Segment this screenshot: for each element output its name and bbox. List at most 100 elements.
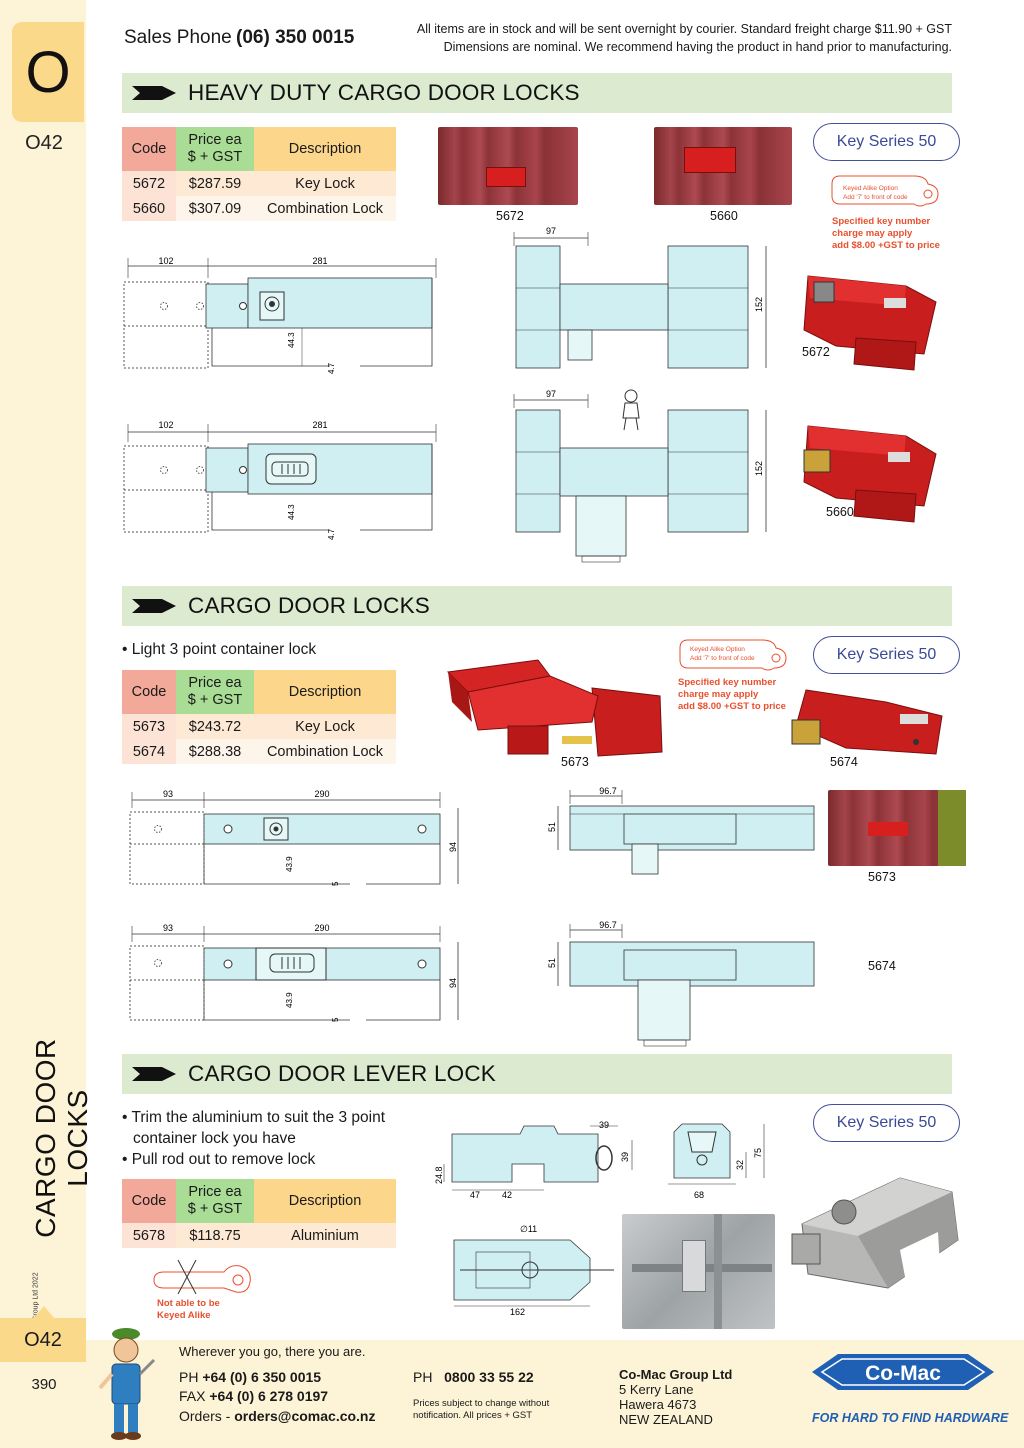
svg-text:97: 97 xyxy=(546,226,556,236)
notice-line-2: Dimensions are nominal. We recommend hav… xyxy=(443,40,952,54)
bottom-code-tab: O42 xyxy=(0,1318,86,1362)
price-table-lever-lock: Code Price ea$ + GST Description 5678 $1… xyxy=(122,1179,396,1248)
table-row[interactable]: 5674 $288.38 Combination Lock xyxy=(122,739,396,764)
col-header-code: Code xyxy=(122,670,176,714)
svg-text:51: 51 xyxy=(547,822,557,832)
col-header-price: Price ea$ + GST xyxy=(176,670,254,714)
front-view-drawing-5672: 97 152 xyxy=(513,226,767,369)
side-view-drawing-5673: 93 290 94 43.9 5 xyxy=(129,789,459,886)
comac-slogan: FOR HARD TO FIND HARDWARE xyxy=(812,1411,1009,1425)
footer-fax: FAX +64 (0) 6 278 0197 xyxy=(179,1388,329,1404)
feature-bullet: • Trim the aluminium to suit the 3 point xyxy=(122,1109,386,1126)
svg-text:93: 93 xyxy=(163,923,173,933)
svg-text:94: 94 xyxy=(448,842,458,852)
svg-text:42: 42 xyxy=(502,1190,512,1200)
lever-lock-top-drawing: ∅11 162 xyxy=(453,1224,614,1317)
svg-text:44.3: 44.3 xyxy=(287,504,296,520)
col-header-description: Description xyxy=(254,670,396,714)
mascot-sketch-icon xyxy=(622,389,640,431)
section-title: CARGO DOOR LEVER LOCK xyxy=(188,1061,497,1086)
col-header-description: Description xyxy=(254,127,396,171)
svg-text:162: 162 xyxy=(510,1307,525,1317)
lever-lock-side-drawing: 39 39 24.8 47 42 xyxy=(434,1120,633,1200)
key-series-button[interactable]: Key Series 50 xyxy=(813,1104,960,1142)
photo-caption: 5674 xyxy=(868,959,896,973)
notice-line-1: All items are in stock and will be sent … xyxy=(416,22,952,36)
side-title: CARGO DOOR LOCKS xyxy=(30,1038,93,1238)
page-number: 390 xyxy=(31,1376,57,1393)
footer-address: Co-Mac Group Ltd 5 Kerry Lane Hawera 467… xyxy=(619,1367,733,1427)
container-photo-5672 xyxy=(438,127,578,205)
feature-bullet: • Light 3 point container lock xyxy=(122,641,317,658)
col-header-price: Price ea$ + GST xyxy=(176,1179,254,1223)
key-series-button[interactable]: Key Series 50 xyxy=(813,123,960,161)
key-series-button[interactable]: Key Series 50 xyxy=(813,636,960,674)
svg-text:39: 39 xyxy=(599,1120,609,1130)
mascot-image xyxy=(98,1328,156,1440)
svg-text:102: 102 xyxy=(158,420,173,430)
svg-text:∅11: ∅11 xyxy=(520,1224,537,1234)
orders-email-link[interactable]: orders@comac.co.nz xyxy=(234,1408,376,1424)
comac-logo[interactable]: Co-Mac xyxy=(808,1342,998,1402)
tab-notch xyxy=(34,1306,54,1318)
lever-lock-end-drawing: 68 32 75 xyxy=(668,1123,765,1200)
svg-text:32: 32 xyxy=(735,1160,745,1170)
not-keyed-key-icon xyxy=(153,1259,251,1295)
section-title: HEAVY DUTY CARGO DOOR LOCKS xyxy=(188,80,580,105)
svg-text:97: 97 xyxy=(546,389,556,399)
svg-text:152: 152 xyxy=(754,461,764,476)
table-row[interactable]: 5660 $307.09 Combination Lock xyxy=(122,196,396,221)
phone-number-link[interactable]: +64 (0) 6 350 0015 xyxy=(202,1369,322,1385)
side-view-drawing-5674: 93 290 94 43.9 5 xyxy=(129,923,459,1022)
feature-bullet: • Pull rod out to remove lock xyxy=(122,1151,316,1168)
svg-text:5: 5 xyxy=(331,1017,340,1022)
red-lock-photo-5672 xyxy=(803,275,937,371)
container-photo-5673 xyxy=(828,790,966,866)
section-banner-lever-lock: CARGO DOOR LEVER LOCK xyxy=(122,1054,952,1094)
svg-text:51: 51 xyxy=(547,958,557,968)
arrow-icon xyxy=(132,599,176,613)
svg-text:93: 93 xyxy=(163,789,173,799)
footer-orders: Orders - orders@comac.co.nz xyxy=(179,1408,376,1424)
table-row[interactable]: 5673 $243.72 Key Lock xyxy=(122,714,396,739)
side-view-drawing-5672: 102 281 44.3 4.7 xyxy=(123,256,437,374)
svg-text:68: 68 xyxy=(694,1190,704,1200)
feature-bullet: container lock you have xyxy=(133,1130,296,1147)
section-banner-heavy-duty: HEAVY DUTY CARGO DOOR LOCKS xyxy=(122,73,952,113)
container-photo-5660 xyxy=(654,127,792,205)
key-outline-icon xyxy=(831,175,939,207)
red-lock-photo-5660 xyxy=(803,425,937,523)
svg-text:43.9: 43.9 xyxy=(285,992,294,1008)
shipping-notice: All items are in stock and will be sent … xyxy=(380,20,952,56)
svg-text:4.7: 4.7 xyxy=(327,362,336,374)
sales-phone-label: Sales Phone xyxy=(124,27,232,48)
table-row[interactable]: 5678 $118.75 Aluminium xyxy=(122,1223,396,1248)
freephone-link[interactable]: 0800 33 55 22 xyxy=(444,1369,534,1385)
svg-text:4.7: 4.7 xyxy=(327,528,336,540)
key-outline-icon xyxy=(679,639,787,671)
svg-text:281: 281 xyxy=(312,256,327,266)
front-view-drawing-5674: 96.7 51 xyxy=(547,920,815,1047)
svg-text:24.8: 24.8 xyxy=(434,1166,444,1184)
photo-caption: 5660 xyxy=(826,505,854,519)
col-header-code: Code xyxy=(122,127,176,171)
svg-text:290: 290 xyxy=(314,789,329,799)
arrow-icon xyxy=(132,1067,176,1081)
side-view-drawing-5660: 102 281 44.3 4.7 xyxy=(123,420,437,540)
section-title: CARGO DOOR LOCKS xyxy=(188,593,430,618)
svg-text:94: 94 xyxy=(448,978,458,988)
arrow-icon xyxy=(132,86,176,100)
photo-caption: 5674 xyxy=(830,755,858,769)
svg-text:43.9: 43.9 xyxy=(285,856,294,872)
price-table-heavy-duty: Code Price ea$ + GST Description 5672 $2… xyxy=(122,127,396,221)
table-row[interactable]: 5672 $287.59 Key Lock xyxy=(122,171,396,196)
svg-text:75: 75 xyxy=(753,1148,763,1158)
sales-phone-number[interactable]: (06) 350 0015 xyxy=(236,27,355,48)
col-header-description: Description xyxy=(254,1179,396,1223)
photo-caption: 5673 xyxy=(561,755,589,769)
